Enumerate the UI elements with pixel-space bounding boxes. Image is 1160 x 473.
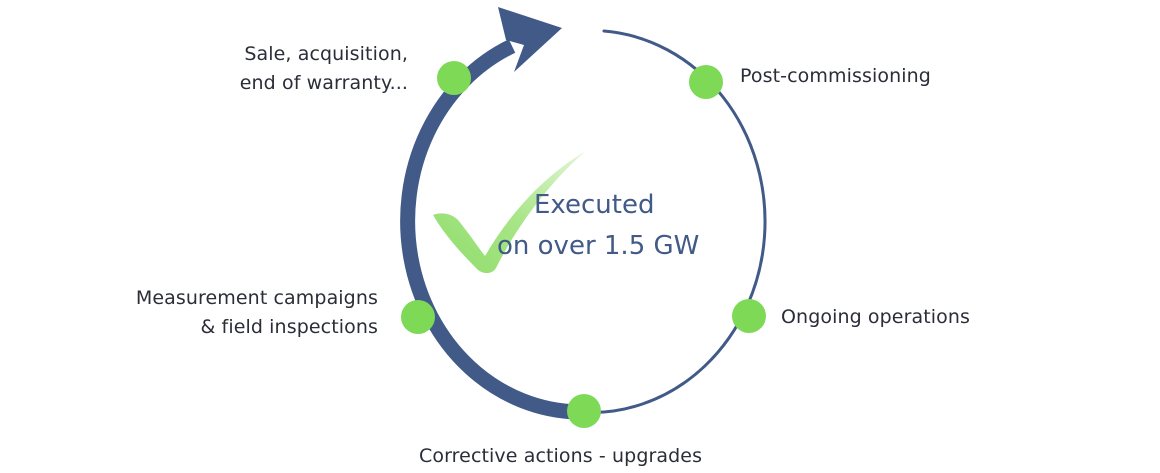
label-measurement-line1: Measurement campaigns: [135, 287, 378, 309]
label-ongoing-operations: Ongoing operations: [781, 306, 971, 328]
label-sale-line2: end of warranty...: [239, 72, 408, 94]
label-measurement-campaigns: Measurement campaigns & field inspection…: [136, 284, 378, 342]
node-sale: [437, 61, 471, 95]
node-corrective-actions: [567, 394, 601, 428]
checkmark-icon: [433, 151, 586, 274]
label-sale-line1: Sale, acquisition,: [244, 43, 408, 65]
arrow-head-icon: [498, 7, 562, 72]
label-measurement-line2: & field inspections: [200, 316, 378, 338]
cycle-ring-thin: [576, 29, 767, 415]
center-title-line1: Executed: [534, 190, 655, 220]
node-ongoing-operations: [732, 299, 766, 333]
label-corrective-actions: Corrective actions - upgrades: [419, 445, 703, 467]
label-sale-acquisition: Sale, acquisition, end of warranty...: [240, 40, 408, 98]
node-measurement-campaigns: [401, 300, 435, 334]
label-post-commissioning: Post-commissioning: [740, 65, 931, 87]
center-title-line2: on over 1.5 GW: [497, 231, 700, 261]
node-post-commissioning: [689, 65, 723, 99]
